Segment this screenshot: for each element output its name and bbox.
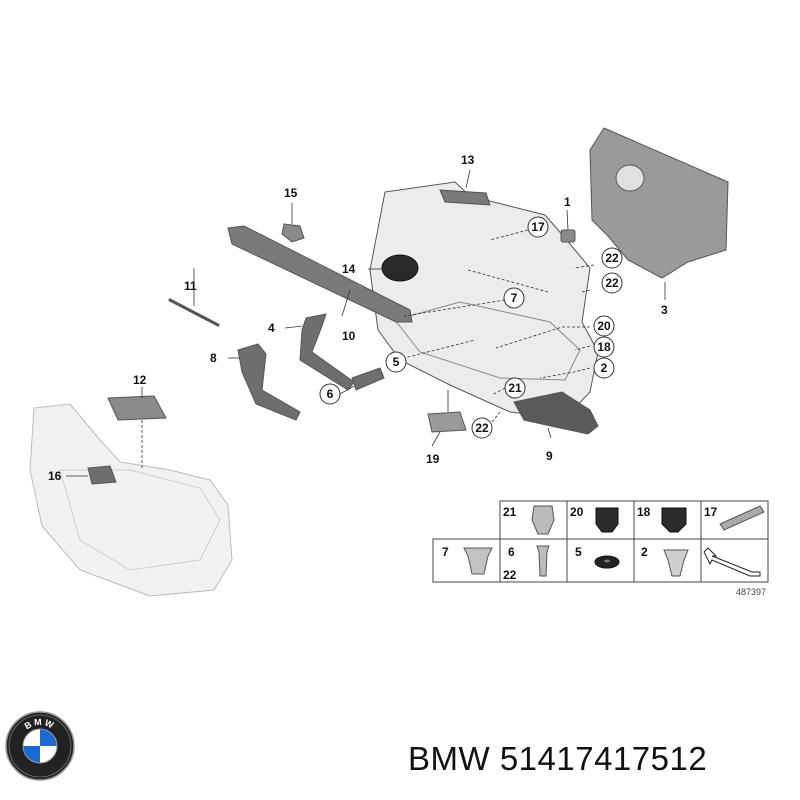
door-panel-assembled-detail: [59, 469, 221, 571]
callout-21: 21: [508, 381, 522, 395]
callout-1: 1: [564, 195, 571, 209]
part-1-clip: [560, 229, 576, 243]
leader-lines: [66, 169, 666, 477]
part-9-armrest-pad: [513, 391, 599, 435]
part-19-block: [427, 411, 467, 433]
callout-18: 18: [597, 340, 611, 354]
part-13-trim-strip: [439, 189, 491, 206]
callout-11: 11: [184, 279, 197, 293]
circled-callouts: 17 7 22 22 20 18 2 5 6 21 22: [319, 216, 623, 439]
callout-22-c: 22: [475, 421, 489, 435]
part-15-switch: [281, 223, 305, 243]
part-16-switch: [87, 465, 117, 485]
part-11-strip: [168, 298, 220, 327]
door-trim-panel: [369, 181, 599, 419]
part-4-handle-bracket: [299, 313, 355, 391]
callout-2: 2: [601, 361, 608, 375]
legend-18: 18: [637, 505, 651, 519]
door-panel-assembled: [29, 403, 233, 597]
fastener-18-icon: [661, 507, 687, 533]
callout-4: 4: [268, 321, 275, 335]
callout-5: 5: [393, 355, 400, 369]
callout-15: 15: [284, 186, 298, 200]
callout-13: 13: [461, 153, 475, 167]
callout-6: 6: [327, 387, 334, 401]
part-10-armrest-strip: [227, 225, 413, 323]
callout-17: 17: [531, 220, 545, 234]
callout-20: 20: [597, 319, 611, 333]
part-3-speaker-hole: [615, 164, 645, 192]
callout-9: 9: [546, 449, 553, 463]
fastener-6-icon: [536, 545, 550, 577]
fastener-21-icon: [531, 505, 555, 535]
part-12-switch-block: [107, 395, 167, 421]
part-number-caption: BMW 51417417512: [408, 740, 708, 777]
legend-6: 6: [508, 545, 515, 559]
fastener-20-icon: [595, 507, 619, 533]
legend-20: 20: [570, 505, 584, 519]
legend-17: 17: [704, 505, 718, 519]
callout-10: 10: [342, 329, 356, 343]
dashed-guides: [141, 229, 595, 470]
legend-5: 5: [575, 545, 582, 559]
callout-12: 12: [133, 373, 147, 387]
part-14-speaker: [381, 254, 419, 282]
legend-2: 2: [641, 545, 648, 559]
legend-7: 7: [442, 545, 449, 559]
fastener-legend-table: 21 20 18 17 7 6 22 5 2 487397: [432, 500, 769, 597]
door-trim-armrest-area: [394, 301, 581, 381]
part-8-pull-handle: [237, 343, 301, 421]
legend-21: 21: [503, 505, 517, 519]
bmw-logo: BMW: [5, 711, 75, 781]
direction-arrow-icon: [703, 547, 761, 577]
callout-16: 16: [48, 469, 62, 483]
callout-22-a: 22: [605, 251, 619, 265]
callout-labels: 13 1 3 15 14 10 11 4 8 12 16 19 9: [48, 153, 668, 483]
fastener-2-icon: [663, 549, 689, 577]
bmw-logo-lettering: BMW: [23, 717, 57, 731]
callout-14: 14: [342, 262, 356, 276]
legend-22: 22: [503, 568, 517, 582]
callout-7: 7: [511, 291, 518, 305]
diagram-reference-number: 487397: [736, 587, 766, 597]
part-6-bracket: [351, 367, 385, 391]
callout-19: 19: [426, 452, 440, 466]
callout-3: 3: [661, 303, 668, 317]
fastener-17-icon: [719, 505, 765, 531]
callout-8: 8: [210, 351, 217, 365]
callout-22-b: 22: [605, 276, 619, 290]
fastener-7-icon: [463, 547, 493, 575]
